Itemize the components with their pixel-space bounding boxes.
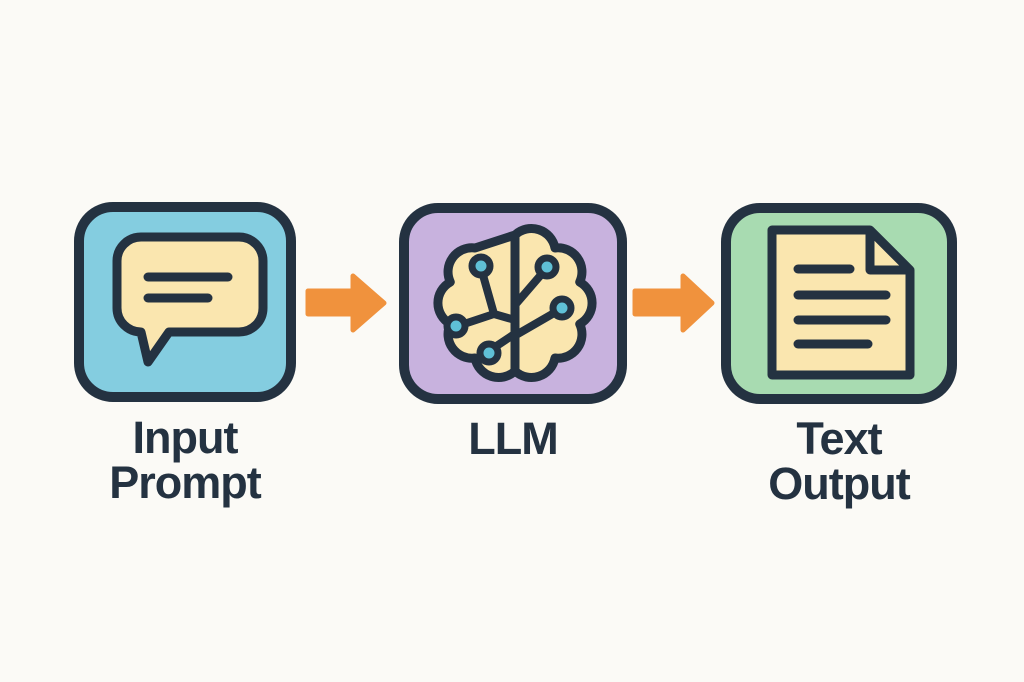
node-label-llm: LLM [468,413,558,464]
node-llm: LLM [398,202,628,461]
circuit-traces [454,264,565,355]
circuit-nodes [443,253,575,366]
arrow-shape [632,273,715,333]
page-fold-corner [865,230,910,275]
input-prompt-box [74,202,296,402]
llm-box [399,203,627,404]
speech-bubble-icon [112,232,268,367]
arrow-shape [305,273,387,333]
node-input-prompt: Input Prompt [73,201,297,505]
node-text-output: Text Output [720,202,958,506]
node-label-input-prompt: Input Prompt [109,412,262,508]
text-output-box [721,203,957,404]
brain-circuit-icon [433,224,597,382]
document-icon [767,225,915,380]
node-label-text-output: Text Output [768,413,910,509]
text-lines [793,264,891,349]
page-outline [767,225,915,380]
arrow-right-icon [305,273,387,333]
arrow-right-icon [632,273,715,333]
